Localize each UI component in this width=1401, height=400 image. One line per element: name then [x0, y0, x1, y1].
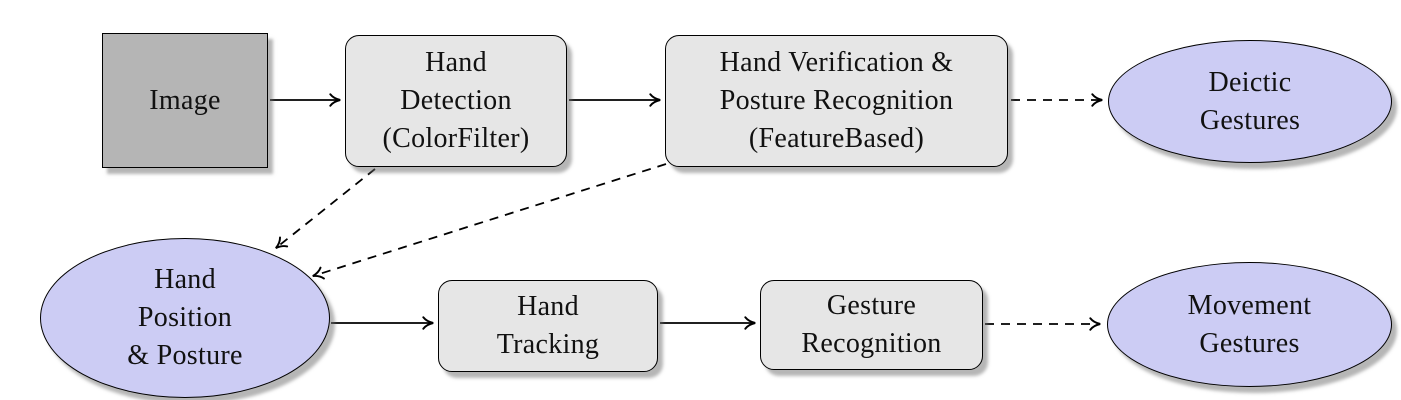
node-hand-verification: Hand Verification & Posture Recognition … [665, 35, 1008, 167]
node-hand-position-label-line1: Hand [154, 264, 216, 295]
node-movement-gestures-label-line1: Movement [1187, 289, 1312, 321]
node-movement-gestures: Movement Gestures [1107, 262, 1392, 387]
node-hand-tracking: Hand Tracking [438, 280, 658, 372]
node-hand-position-posture: Hand Position & Posture [40, 238, 330, 398]
node-hand-verification-label-line2: Posture Recognition [719, 85, 954, 116]
node-deictic-gestures: Deictic Gestures [1108, 40, 1392, 163]
edge-hand-detection-to-hand-position [275, 168, 376, 250]
node-hand-verification-label-line1: Hand Verification & [719, 47, 954, 78]
node-hand-detection-label-line1: Hand [425, 47, 487, 78]
node-gesture-recognition-label-line2: Recognition [801, 328, 942, 359]
node-movement-gestures-label-line2: Gestures [1199, 327, 1300, 359]
node-deictic-gestures-label-line1: Deictic [1208, 66, 1292, 98]
edge-hand-verification-to-hand-position [312, 163, 667, 280]
node-gesture-recognition: Gesture Recognition [760, 280, 983, 370]
node-hand-position-label-line2: Position [137, 302, 233, 333]
node-image-label: Image [149, 84, 221, 116]
node-hand-tracking-label-line1: Hand [517, 291, 579, 322]
node-gesture-recognition-label-line1: Gesture [826, 290, 917, 321]
node-hand-detection-label-line3: (ColorFilter) [382, 123, 530, 154]
node-hand-detection: Hand Detection (ColorFilter) [345, 35, 567, 167]
node-hand-position-label-line3: & Posture [127, 340, 243, 371]
node-hand-detection-label-line2: Detection [400, 85, 512, 116]
node-hand-verification-label-line3: (FeatureBased) [748, 123, 925, 154]
node-deictic-gestures-label-line2: Gestures [1199, 104, 1301, 136]
node-hand-tracking-label-line2: Tracking [496, 329, 600, 360]
node-image: Image [102, 33, 268, 168]
